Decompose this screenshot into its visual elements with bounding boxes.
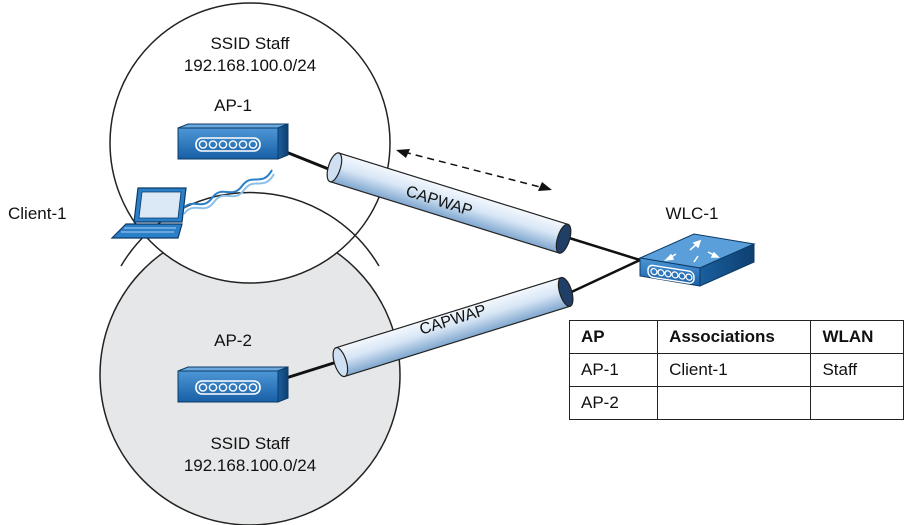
table-cell-ap: AP-2 — [568, 386, 659, 420]
table-header-row: AP Associations WLAN — [568, 320, 904, 354]
column-header-ap: AP — [568, 320, 659, 354]
cell-top-subnet-label: 192.168.100.0/24 — [183, 56, 317, 75]
table-cell-wlan: Staff — [810, 353, 904, 387]
laptop-icon — [110, 187, 187, 239]
table-cell-associations — [657, 386, 812, 420]
link-tunnel2-wlc — [564, 258, 641, 297]
client1-label: Client-1 — [8, 204, 67, 223]
ap2-device — [177, 366, 289, 403]
table-cell-wlan — [810, 386, 904, 420]
ap1-label: AP-1 — [214, 96, 252, 115]
association-table: AP Associations WLAN AP-1 Client-1 Staff… — [568, 320, 904, 420]
table-row: AP-2 — [568, 386, 904, 420]
ap1-device — [177, 123, 289, 160]
roaming-arrow — [396, 149, 552, 191]
cell-bottom-ssid-label: SSID Staff — [210, 434, 290, 453]
wireless-signal — [181, 169, 275, 215]
wlc1-label: WLC-1 — [665, 204, 719, 223]
cell-bottom-subnet-label: 192.168.100.0/24 — [183, 456, 317, 475]
link-tunnel1-wlc — [565, 235, 641, 262]
column-header-associations: Associations — [657, 320, 812, 354]
link-ap2-tunnel — [285, 359, 341, 380]
column-header-wlan: WLAN — [810, 320, 904, 354]
table-cell-associations: Client-1 — [657, 353, 812, 387]
ap2-label: AP-2 — [214, 331, 252, 350]
wlc-device — [638, 233, 756, 287]
table-row: AP-1 Client-1 Staff — [568, 353, 904, 387]
cell-top-ssid-label: SSID Staff — [210, 34, 290, 53]
table-cell-ap: AP-1 — [568, 353, 659, 387]
